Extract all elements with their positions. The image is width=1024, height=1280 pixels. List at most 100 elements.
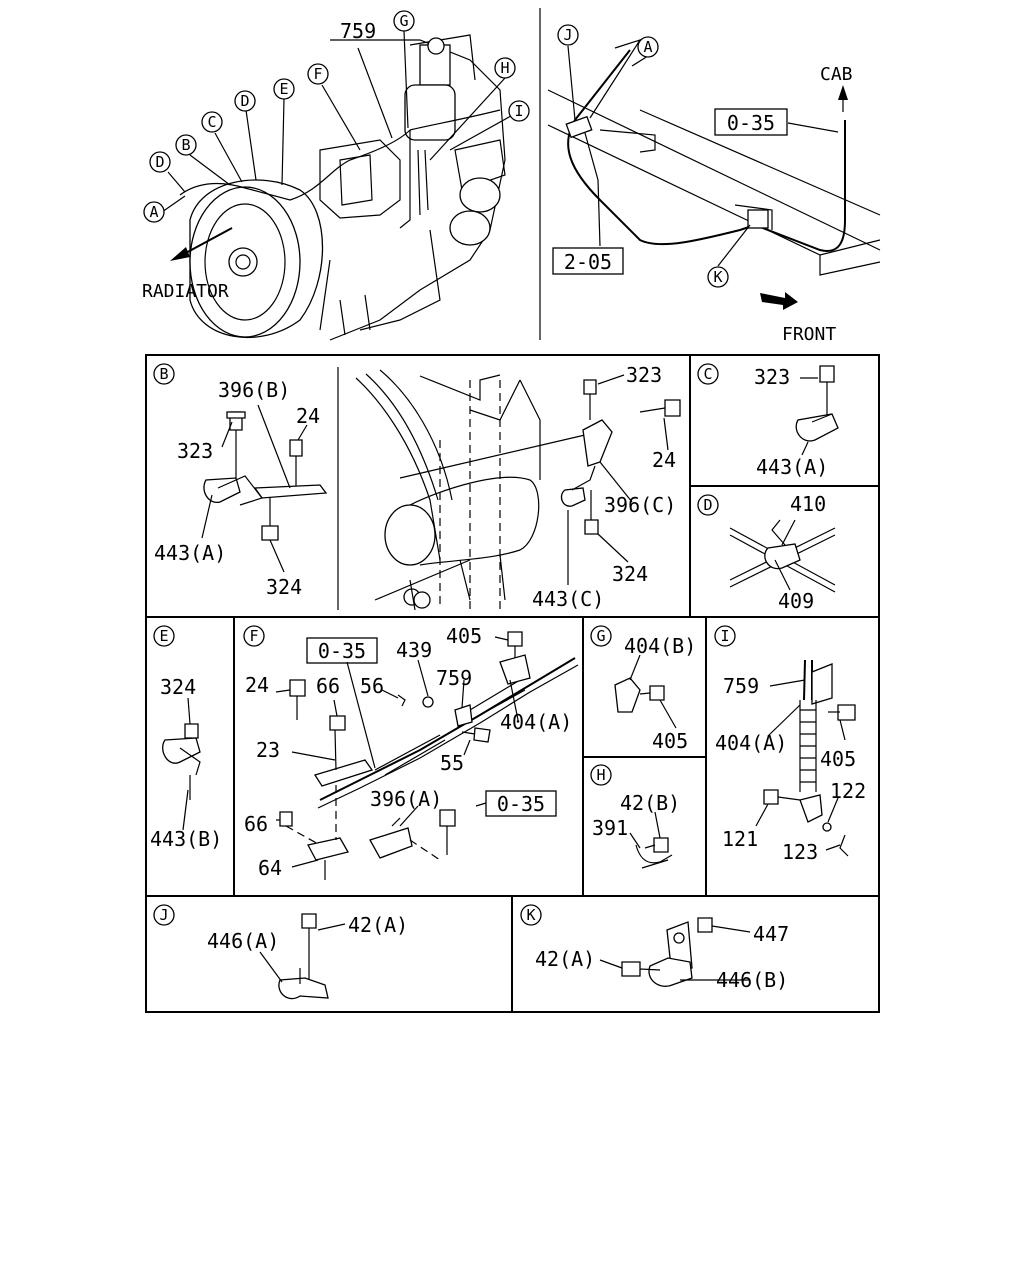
callout-f [307, 63, 329, 85]
callout-h [494, 57, 516, 79]
panel-c-letter: C [703, 365, 712, 383]
panel-f: F 0-35 0-35 [243, 624, 579, 880]
panel-f-ref-box-2 [485, 790, 557, 817]
callout-c-letter: C [207, 113, 216, 131]
panel-g-l-405: 405 [652, 729, 688, 753]
radiator-label: RADIATOR [142, 281, 229, 302]
front-label: FRONT [782, 324, 836, 345]
ref-box-0-35-top [714, 108, 788, 136]
panel-k-l-42a: 42(A) [535, 947, 595, 971]
panel-f-l-396a: 396(A) [370, 787, 442, 811]
frame-callouts: J A K 0-35 2-05 CAB FRONT [552, 24, 853, 345]
panel-b-letter: B [159, 365, 168, 383]
callout-h-letter: H [500, 59, 509, 77]
callout-e [273, 78, 295, 100]
panel-b-r-323: 323 [626, 363, 662, 387]
panel-f-l-405: 405 [446, 624, 482, 648]
panel-e-letter-circle [153, 625, 175, 647]
panel-d-letter-circle [697, 494, 719, 516]
callout-a [143, 201, 165, 223]
callout-d-letter-2: D [240, 92, 249, 110]
panel-c-letter-circle [697, 363, 719, 385]
panel-j-letter: J [159, 906, 168, 924]
ref-2-05: 2-05 [564, 250, 612, 274]
panel-i-l-405: 405 [820, 747, 856, 771]
panel-e-l-443b: 443(B) [150, 827, 222, 851]
callout-a-frame-letter: A [643, 38, 652, 56]
panel-f-ref1: 0-35 [318, 639, 366, 663]
panel-b-r-396c: 396(C) [604, 493, 676, 517]
panel-j-letter-circle [153, 904, 175, 926]
panel-b-letter-circle [153, 363, 175, 385]
panel-f-letter: F [249, 627, 258, 645]
callout-e-letter: E [279, 80, 288, 98]
callout-a-frame [637, 36, 659, 58]
panel-k-l-447: 447 [753, 922, 789, 946]
panel-b-r-324: 324 [612, 562, 648, 586]
panel-f-l-55: 55 [440, 751, 464, 775]
panel-i-letter: I [720, 627, 729, 645]
panel-i-l-123: 123 [782, 840, 818, 864]
panel-f-l-759: 759 [436, 666, 472, 690]
panel-i-l-759: 759 [723, 674, 759, 698]
panel-j-l-446a: 446(A) [207, 929, 279, 953]
panel-h-letter-circle [590, 764, 612, 786]
callout-i-letter: I [514, 102, 523, 120]
callout-b-letter: B [181, 136, 190, 154]
panel-f-letter-circle [243, 625, 265, 647]
panel-f-l-439: 439 [396, 638, 432, 662]
callout-i [508, 100, 530, 122]
panel-k-l-446b: 446(B) [716, 968, 788, 992]
panel-b-l-323: 323 [177, 439, 213, 463]
engine-overview [161, 30, 519, 341]
ref-box-2-05 [552, 247, 624, 275]
ref-0-35-top: 0-35 [727, 111, 775, 135]
frame-overview [547, 38, 881, 310]
panel-h-l-42b: 42(B) [620, 791, 680, 815]
panel-e: E 324 443(B) [150, 625, 222, 851]
panel-i-l-122: 122 [830, 779, 866, 803]
panel-k: K 447 42(A) 446(B) [520, 904, 789, 992]
panel-b-l-24: 24 [296, 404, 320, 428]
panel-j: J 42(A) 446(A) [153, 904, 408, 1000]
panel-f-l-23: 23 [256, 738, 280, 762]
callout-b [175, 134, 197, 156]
callout-d-letter-1: D [155, 153, 164, 171]
panel-b-l-396b: 396(B) [218, 378, 290, 402]
callout-f-letter: F [313, 65, 322, 83]
panel-d-l-409: 409 [778, 589, 814, 613]
radiator-fan [189, 179, 324, 339]
panel-f-l-24: 24 [245, 673, 269, 697]
panel-g: G 404(B) 405 [590, 625, 696, 753]
callout-j-letter: J [563, 26, 572, 44]
panel-b-l-443a: 443(A) [154, 541, 226, 565]
callout-d-2 [234, 90, 256, 112]
panel-d-letter: D [703, 496, 712, 514]
callout-g [393, 10, 415, 32]
panel-i-l-121: 121 [722, 827, 758, 851]
panel-i-l-404a: 404(A) [715, 731, 787, 755]
panel-f-l-66a: 66 [316, 674, 340, 698]
panel-g-letter-circle [590, 625, 612, 647]
panel-i: I 759 404(A) 405 122 121 123 [714, 625, 866, 864]
panel-f-l-404a: 404(A) [500, 710, 572, 734]
panel-h-l-391: 391 [592, 816, 628, 840]
panel-k-letter-circle [520, 904, 542, 926]
panel-c-l-443a: 443(A) [756, 455, 828, 479]
panel-k-letter: K [526, 906, 535, 924]
callout-g-letter: G [399, 12, 408, 30]
callout-k-letter: K [713, 268, 722, 286]
panel-b: B 396(B) 24 323 443(A) 324 [153, 363, 681, 611]
panel-c-l-323: 323 [754, 365, 790, 389]
panel-c: C 323 443(A) [697, 363, 839, 479]
panel-d: D 410 409 [697, 492, 836, 613]
panel-b-r-443c: 443(C) [532, 587, 604, 611]
panel-b-r-24: 24 [652, 448, 676, 472]
panel-f-l-64: 64 [258, 856, 282, 880]
callout-a-letter: A [149, 203, 158, 221]
detail-frames [145, 354, 880, 1013]
panel-f-l-56: 56 [360, 674, 384, 698]
callout-c [201, 111, 223, 133]
panel-g-letter: G [596, 627, 605, 645]
